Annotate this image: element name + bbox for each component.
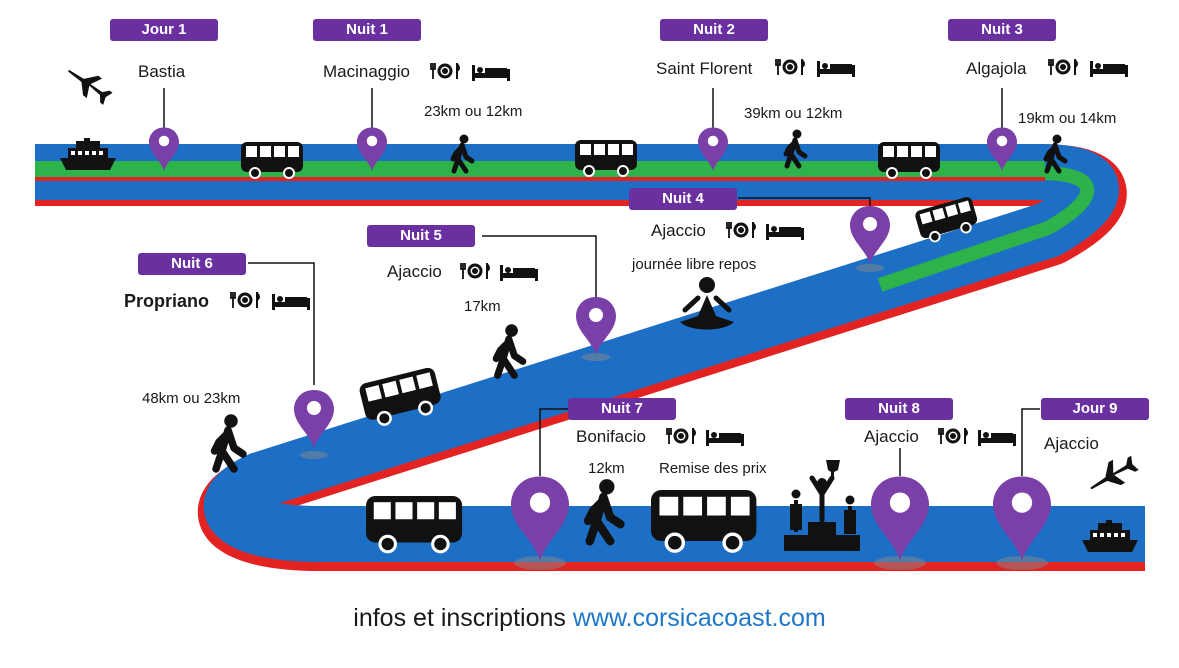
ferry-icon xyxy=(60,138,116,170)
place-name: Propriano xyxy=(124,291,210,311)
stop-badge: Jour 9 xyxy=(1041,398,1149,420)
bed-icon xyxy=(1090,61,1128,77)
meditation-icon xyxy=(680,277,734,330)
place-name: Saint Florent xyxy=(656,59,753,78)
bed-icon xyxy=(272,294,310,310)
stop-badge: Nuit 1 xyxy=(313,19,421,41)
place-name: Ajaccio xyxy=(651,221,706,240)
note-label: Remise des prix xyxy=(659,460,767,477)
footer-prefix: infos et inscriptions xyxy=(353,604,566,632)
stop-badge: Nuit 3 xyxy=(948,19,1056,41)
stop-badge: Jour 1 xyxy=(110,19,218,41)
bed-icon xyxy=(817,61,855,77)
place-name: Ajaccio xyxy=(864,427,919,446)
distance-label: 17km xyxy=(464,298,501,315)
bed-icon xyxy=(500,265,538,281)
bed-icon xyxy=(472,65,510,81)
bed-icon xyxy=(978,430,1016,446)
restaurant-icon xyxy=(726,221,757,239)
restaurant-icon xyxy=(230,291,261,309)
restaurant-icon xyxy=(938,427,969,445)
podium-icon xyxy=(784,460,860,551)
place-name: Macinaggio xyxy=(323,62,410,81)
footer: infos et inscriptions www.corsicacoast.c… xyxy=(0,604,1179,633)
leader-lines xyxy=(163,88,1040,476)
stop-badge: Nuit 8 xyxy=(845,398,953,420)
place-name: Algajola xyxy=(966,59,1027,78)
airplane-icon xyxy=(62,59,116,109)
road xyxy=(35,144,1145,571)
restaurant-icon xyxy=(1048,58,1079,76)
place-name: Bastia xyxy=(138,62,186,81)
distance-label: 23km ou 12km xyxy=(424,103,523,120)
place-name: Ajaccio xyxy=(1044,434,1099,453)
stop-badge: Nuit 5 xyxy=(367,225,475,247)
stop-badge: Nuit 2 xyxy=(660,19,768,41)
restaurant-icon xyxy=(775,58,806,76)
restaurant-icon xyxy=(430,62,461,80)
restaurant-icon xyxy=(460,262,491,280)
distance-label: 48km ou 23km xyxy=(142,390,241,407)
note-label: journée libre repos xyxy=(632,256,757,273)
stop-badge: Nuit 7 xyxy=(568,398,676,420)
bed-icon xyxy=(766,224,804,240)
map-pin-icon xyxy=(149,127,1051,570)
restaurant-icon xyxy=(666,427,697,445)
distance-label: 39km ou 12km xyxy=(744,105,843,122)
place-name: Ajaccio xyxy=(387,262,442,281)
distance-label: 19km ou 14km xyxy=(1018,110,1117,127)
distance-label: 12km xyxy=(588,460,625,477)
bed-icon xyxy=(706,430,744,446)
airplane-icon xyxy=(1083,451,1142,499)
place-name: Bonifacio xyxy=(576,427,646,446)
stop-badge: Nuit 4 xyxy=(629,188,737,210)
footer-url-link[interactable]: www.corsicacoast.com xyxy=(572,604,826,632)
stop-badge: Nuit 6 xyxy=(138,253,246,275)
